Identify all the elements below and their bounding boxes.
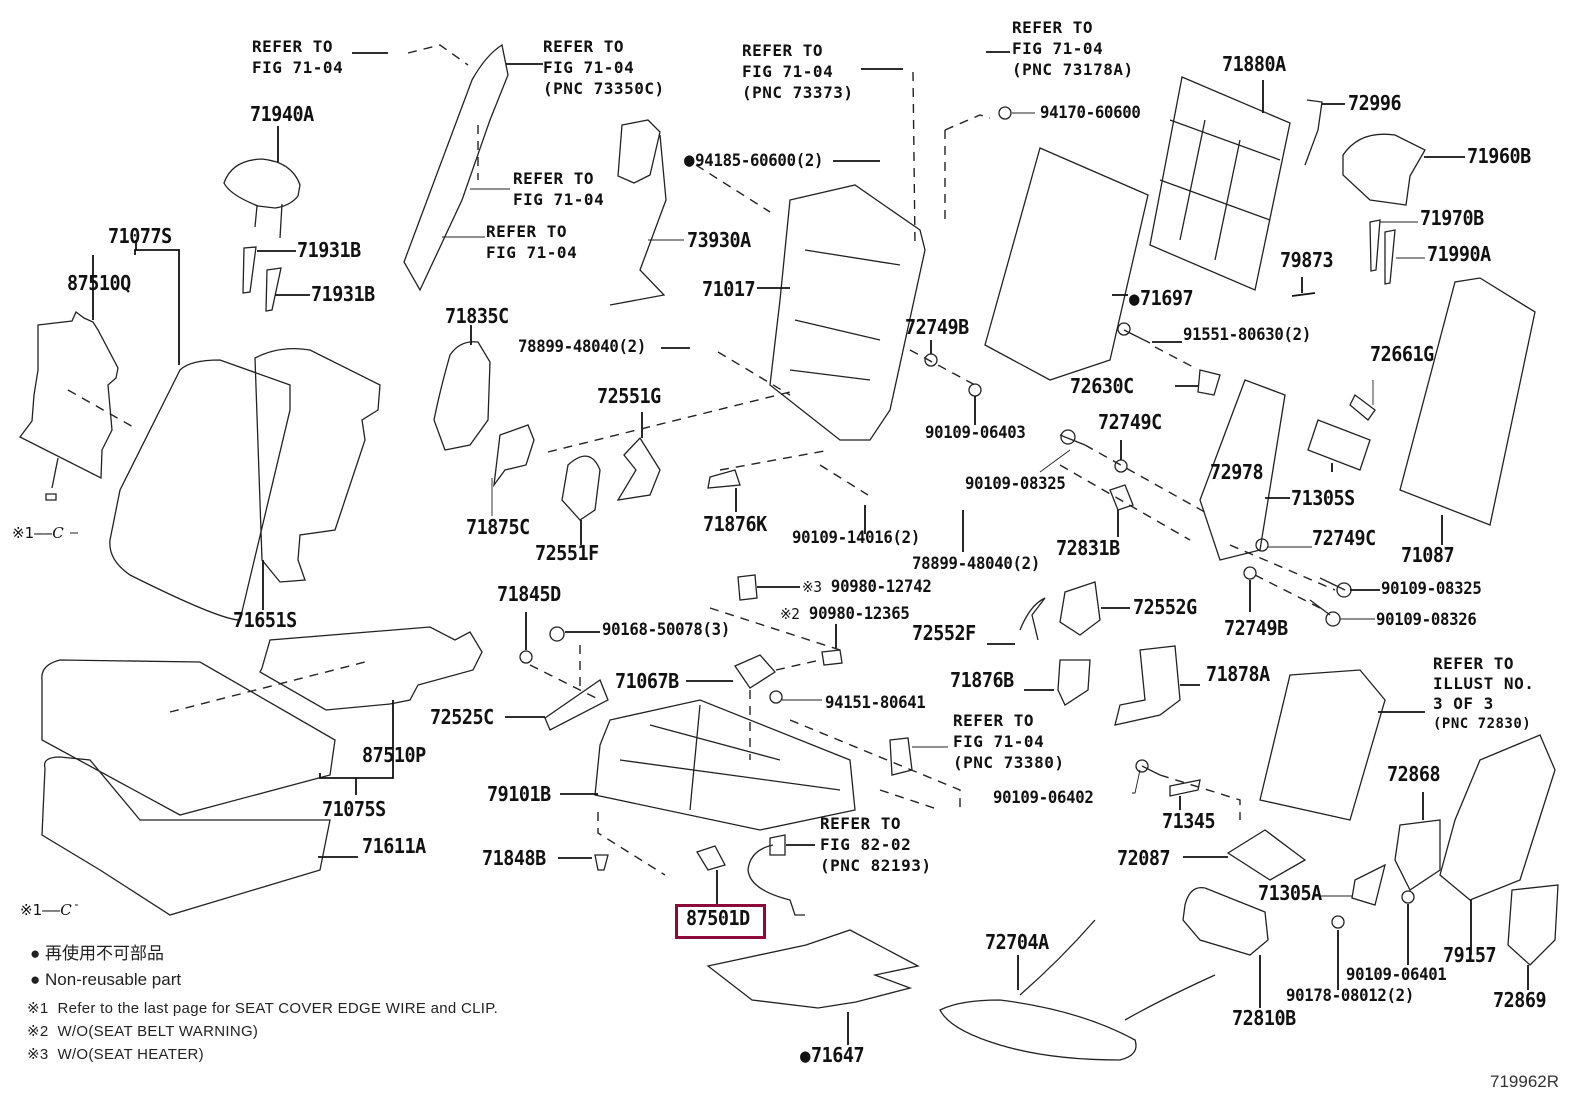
part-label-71876K[interactable]: 71876K	[703, 512, 767, 536]
part-label-72087[interactable]: 72087	[1117, 846, 1171, 870]
part-label-71017[interactable]: 71017	[702, 277, 756, 301]
part-label-72552F[interactable]: 72552F	[912, 621, 976, 645]
clip-note-1: ※1——C	[12, 524, 64, 542]
part-label-87510P[interactable]: 87510P	[362, 743, 426, 767]
part-label-79101B[interactable]: 79101B	[487, 782, 551, 806]
legend-note-3: ※3 W/O(SEAT HEATER)	[27, 1046, 204, 1063]
non-reusable-marker-icon	[1129, 286, 1140, 310]
part-label-94170-60600[interactable]: 94170-60600	[1040, 103, 1141, 123]
part-label-72810B[interactable]: 72810B	[1232, 1006, 1296, 1030]
part-label-71990A[interactable]: 71990A	[1427, 242, 1491, 266]
part-label-90109-14016[interactable]: 90109-14016(2)	[792, 528, 920, 548]
part-label-90109-06403[interactable]: 90109-06403	[925, 423, 1026, 443]
part-label-71940A[interactable]: 71940A	[250, 102, 314, 126]
part-label-72525C[interactable]: 72525C	[430, 705, 494, 729]
part-label-90109-06402[interactable]: 90109-06402	[993, 788, 1094, 808]
part-label-72978[interactable]: 72978	[1210, 460, 1264, 484]
part-label-78899-48040-a[interactable]: 78899-48040(2)	[518, 337, 646, 357]
part-label-72749C-2[interactable]: 72749C	[1312, 526, 1376, 550]
part-label-94185-60600[interactable]: 94185-60600(2)	[684, 151, 823, 171]
part-label-71875C[interactable]: 71875C	[466, 515, 530, 539]
part-label-71345[interactable]: 71345	[1162, 809, 1216, 833]
part-label-90168-50078[interactable]: 90168-50078(3)	[602, 620, 730, 640]
part-label-90109-06401[interactable]: 90109-06401	[1346, 965, 1447, 985]
part-label-71960B[interactable]: 71960B	[1467, 144, 1531, 168]
part-label-71077S[interactable]: 71077S	[108, 224, 172, 248]
part-label-72749C[interactable]: 72749C	[1098, 410, 1162, 434]
part-label-90980-12742[interactable]: ※3 90980-12742	[802, 577, 932, 597]
part-label-72869[interactable]: 72869	[1493, 988, 1547, 1012]
part-label-72630C[interactable]: 72630C	[1070, 374, 1134, 398]
part-label-71878A[interactable]: 71878A	[1206, 662, 1270, 686]
part-label-71067B[interactable]: 71067B	[615, 669, 679, 693]
part-label-72868[interactable]: 72868	[1387, 762, 1441, 786]
part-label-71931B[interactable]: 71931B	[297, 238, 361, 262]
part-label-94151-80641[interactable]: 94151-80641	[825, 693, 926, 713]
highlighted-part-frame	[675, 904, 766, 939]
part-label-87501D[interactable]: 87501D	[686, 906, 750, 930]
part-label-90178-08012[interactable]: 90178-08012(2)	[1286, 986, 1414, 1006]
part-label-72749B[interactable]: 72749B	[905, 315, 969, 339]
clip-note-2: ※1——C	[20, 901, 72, 919]
part-label-72996[interactable]: 72996	[1348, 91, 1402, 115]
part-label-71848B[interactable]: 71848B	[482, 846, 546, 870]
non-reusable-bullet-icon: ●	[30, 944, 41, 963]
part-label-79157[interactable]: 79157	[1443, 943, 1497, 967]
part-label-90980-12365[interactable]: ※2 90980-12365	[780, 604, 910, 624]
legend-note-1: ※1 Refer to the last page for SEAT COVER…	[27, 1000, 499, 1017]
non-reusable-bullet-icon: ●	[30, 970, 41, 989]
part-label-72551G[interactable]: 72551G	[597, 384, 661, 408]
part-label-71931B-2[interactable]: 71931B	[311, 282, 375, 306]
legend-note-2: ※2 W/O(SEAT BELT WARNING)	[27, 1023, 259, 1040]
part-label-72704A[interactable]: 72704A	[985, 930, 1049, 954]
non-reusable-marker-icon	[684, 151, 695, 171]
part-label-90109-08326[interactable]: 90109-08326	[1376, 610, 1477, 630]
part-label-71305S[interactable]: 71305S	[1291, 486, 1355, 510]
part-label-72552G[interactable]: 72552G	[1133, 595, 1197, 619]
figure-code: 719962R	[1490, 1072, 1560, 1091]
legend-nonreusable-jp: ● 再使用不可部品	[30, 944, 165, 963]
part-label-72661G[interactable]: 72661G	[1370, 342, 1434, 366]
part-label-90109-08325[interactable]: 90109-08325	[965, 474, 1066, 494]
part-label-72831B[interactable]: 72831B	[1056, 536, 1120, 560]
non-reusable-marker-icon	[800, 1043, 811, 1067]
part-label-71075S[interactable]: 71075S	[322, 797, 386, 821]
headrest-left-shape	[223, 158, 301, 239]
part-label-78899-48040-b[interactable]: 78899-48040(2)	[912, 554, 1040, 574]
part-label-73930A[interactable]: 73930A	[687, 228, 751, 252]
part-label-72749B-2[interactable]: 72749B	[1224, 616, 1288, 640]
part-label-71845D[interactable]: 71845D	[497, 582, 561, 606]
part-label-72551F[interactable]: 72551F	[535, 541, 599, 565]
part-label-71835C[interactable]: 71835C	[445, 304, 509, 328]
part-label-71611A[interactable]: 71611A	[362, 834, 426, 858]
part-label-71697[interactable]: 71697	[1129, 286, 1194, 310]
part-label-71305A[interactable]: 71305A	[1258, 881, 1322, 905]
part-label-71651S[interactable]: 71651S	[233, 608, 297, 632]
part-label-71087[interactable]: 71087	[1401, 543, 1455, 567]
part-label-91551-80630[interactable]: 91551-80630(2)	[1183, 325, 1311, 345]
part-label-87510Q[interactable]: 87510Q	[67, 271, 131, 295]
part-label-71647[interactable]: 71647	[800, 1043, 865, 1067]
part-label-71876B[interactable]: 71876B	[950, 668, 1014, 692]
part-label-71970B[interactable]: 71970B	[1420, 206, 1484, 230]
legend-nonreusable-en: ● Non-reusable part	[30, 970, 182, 989]
part-label-71880A[interactable]: 71880A	[1222, 52, 1286, 76]
part-label-79873[interactable]: 79873	[1280, 248, 1334, 272]
part-label-90109-08325-b[interactable]: 90109-08325	[1381, 579, 1482, 599]
